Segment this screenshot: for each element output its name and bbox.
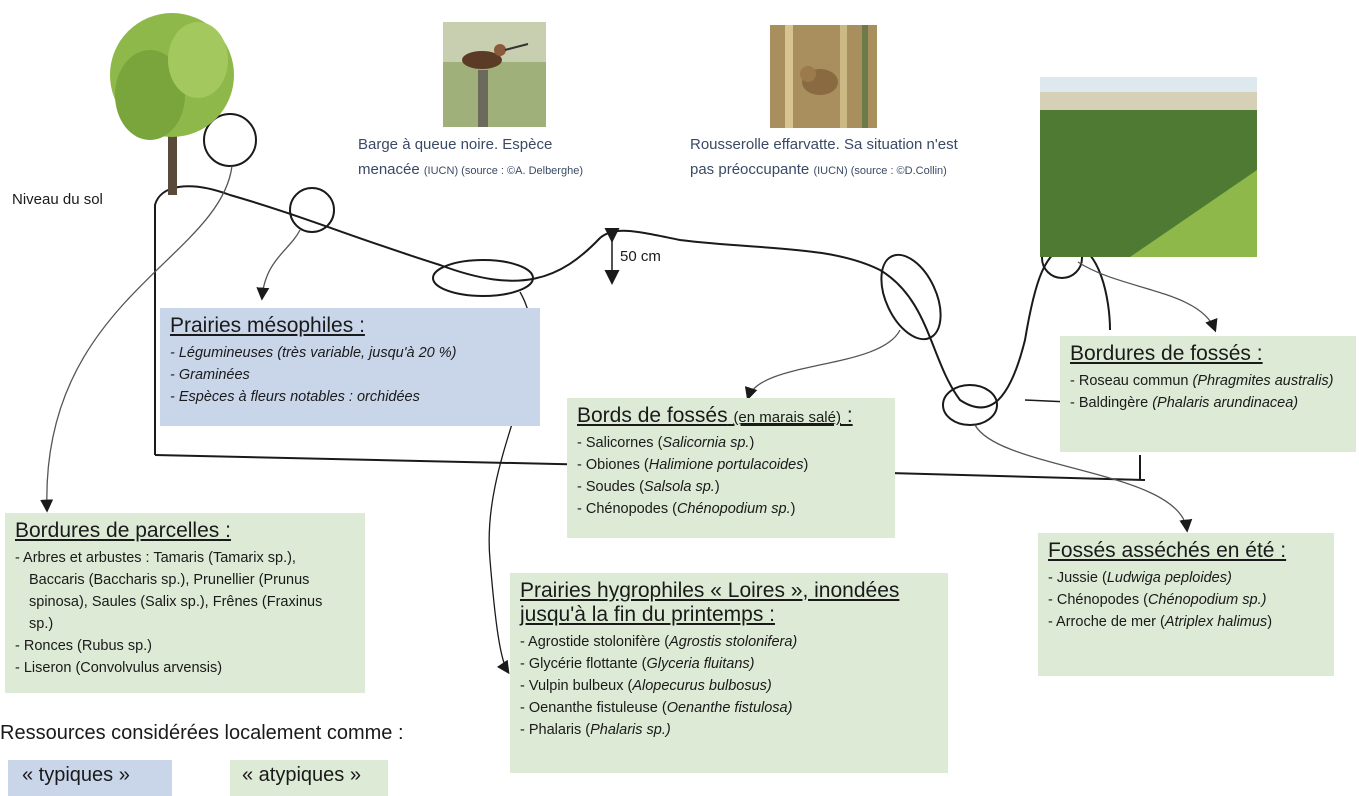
legend-atypiques: « atypiques » — [230, 760, 388, 796]
list-item: - Obiones (Halimione portulacoides) — [577, 457, 809, 473]
list-item: - Salicornes (Salicornia sp.) — [577, 435, 755, 451]
zone-ellipse-asseches — [942, 384, 998, 426]
list-item: - Espèces à fleurs notables : orchidées — [170, 389, 420, 405]
list-item: - Légumineuses (très variable, jusqu'à 2… — [170, 345, 457, 361]
box-fosses-asseches: Fossés asséchés en été : - Jussie (Ludwi… — [1038, 533, 1334, 676]
list-item: - Arroche de mer (Atriplex halimus) — [1048, 614, 1273, 630]
list-item: Baccaris (Baccharis sp.), Prunellier (Pr… — [29, 572, 310, 588]
list-item: - Graminées — [170, 367, 250, 383]
willow-tree-image — [110, 13, 234, 195]
box-title: Bords de fossés (en marais salé) : — [577, 404, 853, 427]
godwit-caption-line1: Barge à queue noire. Espèce — [358, 136, 553, 153]
box-bordures-de-fosses: Bordures de fossés : - Roseau commun (Ph… — [1060, 336, 1356, 452]
list-item: sp.) — [29, 616, 54, 632]
ground-profile — [154, 185, 1111, 455]
scale-label: 50 cm — [620, 248, 661, 265]
reed-bed-photo — [1040, 77, 1257, 257]
warbler-photo — [770, 25, 877, 128]
box-title: Bordures de parcelles : — [15, 519, 231, 542]
box-prairies-hygrophiles: Prairies hygrophiles « Loires », inondée… — [510, 573, 948, 773]
box-title: Prairies mésophiles : — [170, 314, 365, 337]
warbler-caption: Rousserolle effarvatte. Sa situation n'e… — [690, 132, 958, 184]
list-item: - Agrostide stolonifère (Agrostis stolon… — [520, 634, 798, 650]
godwit-photo — [443, 22, 546, 127]
legend-typiques: « typiques » — [8, 760, 172, 796]
godwit-caption-line2: menacée (IUCN) (source : ©A. Delberghe) — [358, 161, 583, 178]
zone-ellipse-hygro — [432, 259, 534, 297]
arrow-to-parcelles — [40, 165, 233, 513]
list-item: - Baldingère (Phalaris arundinacea) — [1070, 395, 1299, 411]
list-item: - Oenanthe fistuleuse (Oenanthe fistulos… — [520, 700, 793, 716]
list-item: - Chénopodes (Chénopodium sp.) — [1048, 592, 1267, 608]
list-item: - Soudes (Salsola sp.) — [577, 479, 720, 495]
list-item: - Vulpin bulbeux (Alopecurus bulbosus) — [520, 678, 772, 694]
list-item: - Ronces (Rubus sp.) — [15, 638, 152, 654]
box-bordures-de-parcelles: Bordures de parcelles : - Arbres et arbu… — [5, 513, 365, 693]
ground-level-label: Niveau du sol — [12, 191, 103, 208]
zone-circle-meso — [289, 187, 335, 233]
warbler-caption-line2: pas préoccupante (IUCN) (source : ©D.Col… — [690, 161, 947, 178]
box-title-line1: Prairies hygrophiles « Loires », inondée… — [520, 579, 900, 602]
list-item: - Liseron (Convolvulus arvensis) — [15, 660, 223, 676]
list-item: - Glycérie flottante (Glyceria fluitans) — [520, 656, 755, 672]
arrow-to-bords — [744, 329, 901, 401]
box-bords-de-fosses: Bords de fossés (en marais salé) : - Sal… — [567, 398, 895, 538]
box-title-line2: jusqu'à la fin du printemps : — [520, 603, 775, 626]
zone-ellipse-bords — [880, 253, 942, 341]
list-item: - Arbres et arbustes : Tamaris (Tamarix … — [15, 550, 296, 566]
box-title: Fossés asséchés en été : — [1048, 539, 1287, 562]
list-item: - Roseau commun (Phragmites australis) — [1070, 373, 1334, 389]
zone-circle-tree — [203, 113, 257, 167]
godwit-caption: Barge à queue noire. Espèce menacée (IUC… — [358, 132, 583, 184]
box-title: Bordures de fossés : — [1070, 342, 1263, 365]
arrow-to-bordures — [1077, 261, 1218, 333]
arrow-to-asseches — [974, 424, 1193, 533]
list-item: - Jussie (Ludwiga peploides) — [1048, 570, 1232, 586]
legend-heading: Ressources considérées localement comme … — [0, 722, 404, 744]
list-item: - Chénopodes (Chénopodium sp.) — [577, 501, 796, 517]
warbler-caption-line1: Rousserolle effarvatte. Sa situation n'e… — [690, 136, 958, 153]
list-item: - Phalaris (Phalaris sp.) — [520, 722, 671, 738]
list-item: spinosa), Saules (Salix sp.), Frênes (Fr… — [29, 594, 323, 610]
arrow-to-meso — [256, 229, 301, 301]
box-prairies-mesophiles: Prairies mésophiles : - Légumineuses (tr… — [160, 308, 540, 426]
